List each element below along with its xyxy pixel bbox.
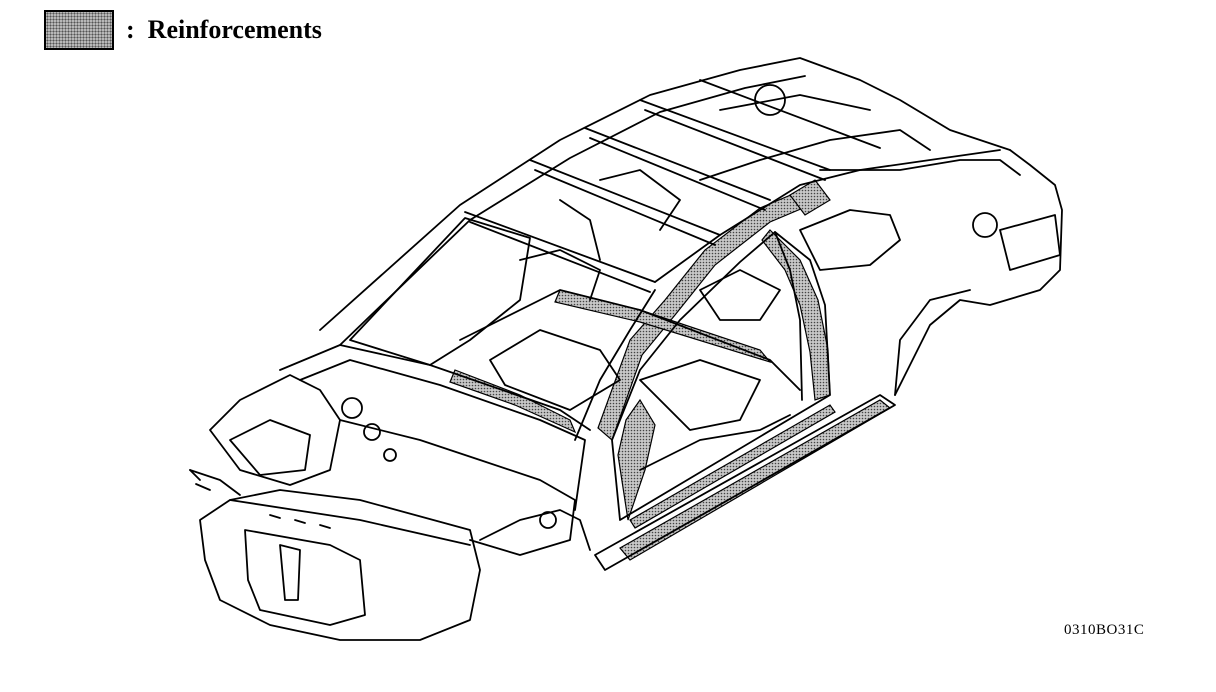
- strut-hole-1: [341, 397, 363, 419]
- rear-quarter-inner: [819, 159, 1021, 176]
- front-crossmember: [189, 469, 211, 491]
- cowl-panel: [279, 344, 591, 431]
- sill-reinforcement: [629, 404, 836, 529]
- radiator-support-holes: [269, 514, 331, 529]
- rear-inner-detail: [699, 269, 781, 321]
- center-tunnel-reinforcement: [449, 369, 577, 434]
- floor-pan: [459, 289, 801, 391]
- figure-code: 0310BO31C: [1064, 622, 1145, 638]
- hood-latch-bracket: [279, 544, 301, 601]
- rear-parcel-shelf: [719, 94, 871, 111]
- door-opening: [611, 231, 831, 521]
- rear-seat-back-panel: [699, 129, 931, 181]
- reinforcement-areas: [449, 179, 892, 561]
- rocker-panel: [594, 394, 896, 571]
- floor-seat-mount: [639, 359, 761, 431]
- roof-bow-4: [639, 99, 831, 181]
- strut-hole-3: [383, 448, 397, 462]
- rear-taillamp-pocket: [999, 214, 1061, 271]
- b-pillar-reinforcement: [761, 229, 831, 401]
- dash-panel: [299, 359, 586, 511]
- right-front-apron: [339, 419, 576, 556]
- legend-separator: :: [126, 15, 135, 44]
- left-frame-rail: [189, 469, 241, 496]
- strut-tower-left: [229, 419, 311, 476]
- right-roof-rail: [654, 149, 1001, 283]
- inner-panel-detail-3: [559, 199, 601, 261]
- floor-tunnel: [489, 329, 621, 411]
- rear-quarter-hole: [972, 212, 998, 238]
- inner-panel-detail-2: [599, 169, 681, 231]
- rear-shelf-hole: [754, 84, 786, 116]
- left-front-apron: [209, 374, 341, 486]
- legend-label-reinforcements: Reinforcements: [147, 15, 322, 44]
- front-fender-mount: [479, 509, 591, 551]
- roof-bow-3: [584, 127, 771, 211]
- radiator-support: [199, 489, 481, 641]
- legend: : Reinforcements: [44, 10, 322, 50]
- inner-panel-detail-1: [519, 249, 601, 301]
- floor-crossmember-reinforcement: [554, 289, 772, 364]
- rocker-panel-reinforcement: [619, 399, 892, 561]
- roof-side-rail: [339, 75, 806, 346]
- roof-bow-1: [464, 211, 656, 293]
- door-opening-reinforcement: [617, 398, 656, 521]
- strut-hole-2: [363, 423, 381, 441]
- legend-swatch-reinforcements: [44, 10, 114, 50]
- body-outline: [189, 57, 1063, 641]
- windshield-opening: [349, 217, 531, 366]
- roof-bow-5: [699, 79, 881, 149]
- roof-frame: [319, 57, 1011, 331]
- inner-sill-detail: [639, 414, 791, 471]
- rear-quarter-panel: [894, 149, 1063, 396]
- b-pillar: [774, 231, 803, 401]
- rear-pillar-reinforcement: [789, 179, 831, 216]
- roof-bow-2: [529, 159, 721, 246]
- fender-hole: [539, 511, 557, 529]
- rear-wheel-arch: [894, 289, 971, 396]
- radiator-support-upper: [229, 499, 471, 546]
- radiator-opening: [244, 529, 366, 626]
- rear-interior-panel: [799, 209, 901, 271]
